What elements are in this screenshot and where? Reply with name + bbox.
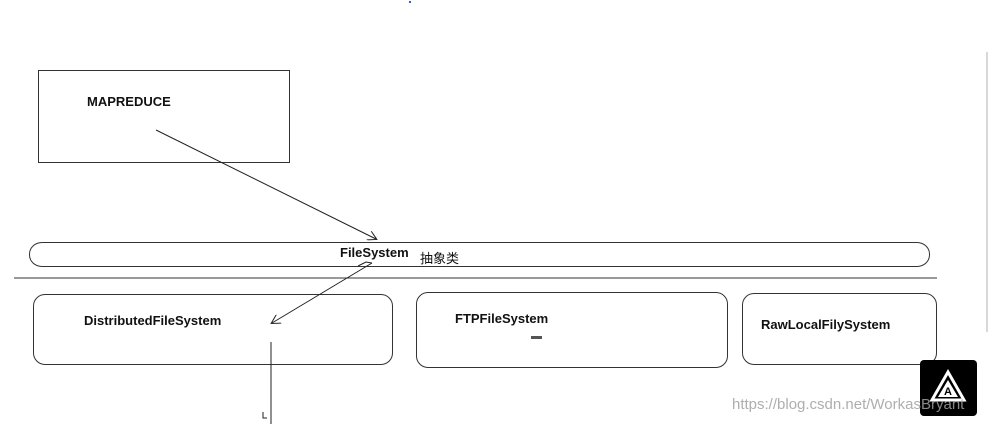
distributed-filesystem-box bbox=[33, 294, 393, 365]
hook-mark bbox=[262, 412, 267, 419]
csdn-logo-icon: A bbox=[920, 360, 977, 416]
watermark-url: https://blog.csdn.net/WorkasBryant bbox=[732, 396, 965, 413]
filesystem-arrow-tail bbox=[357, 261, 373, 267]
ftp-filesystem-label: FTPFileSystem bbox=[455, 311, 549, 326]
rawlocal-filesystem-box bbox=[742, 293, 937, 365]
ftp-dash-mark bbox=[531, 336, 542, 339]
abstract-class-note: 抽象类 bbox=[420, 252, 460, 267]
filesystem-label: FileSystem bbox=[340, 245, 409, 260]
svg-text:A: A bbox=[944, 386, 952, 398]
mapreduce-to-filesystem-arrow bbox=[155, 129, 376, 239]
filesystem-bar bbox=[29, 242, 930, 267]
filesystem-to-distributed-arrow bbox=[272, 262, 373, 323]
stray-dot bbox=[409, 1, 411, 3]
distributed-filesystem-label: DistributedFileSystem bbox=[84, 313, 222, 328]
ftp-filesystem-box bbox=[416, 292, 728, 368]
mapreduce-box bbox=[38, 70, 290, 163]
mapreduce-label: MAPREDUCE bbox=[87, 94, 171, 109]
right-edge-line bbox=[986, 52, 988, 332]
rawlocal-filesystem-label: RawLocalFilySystem bbox=[761, 317, 891, 332]
